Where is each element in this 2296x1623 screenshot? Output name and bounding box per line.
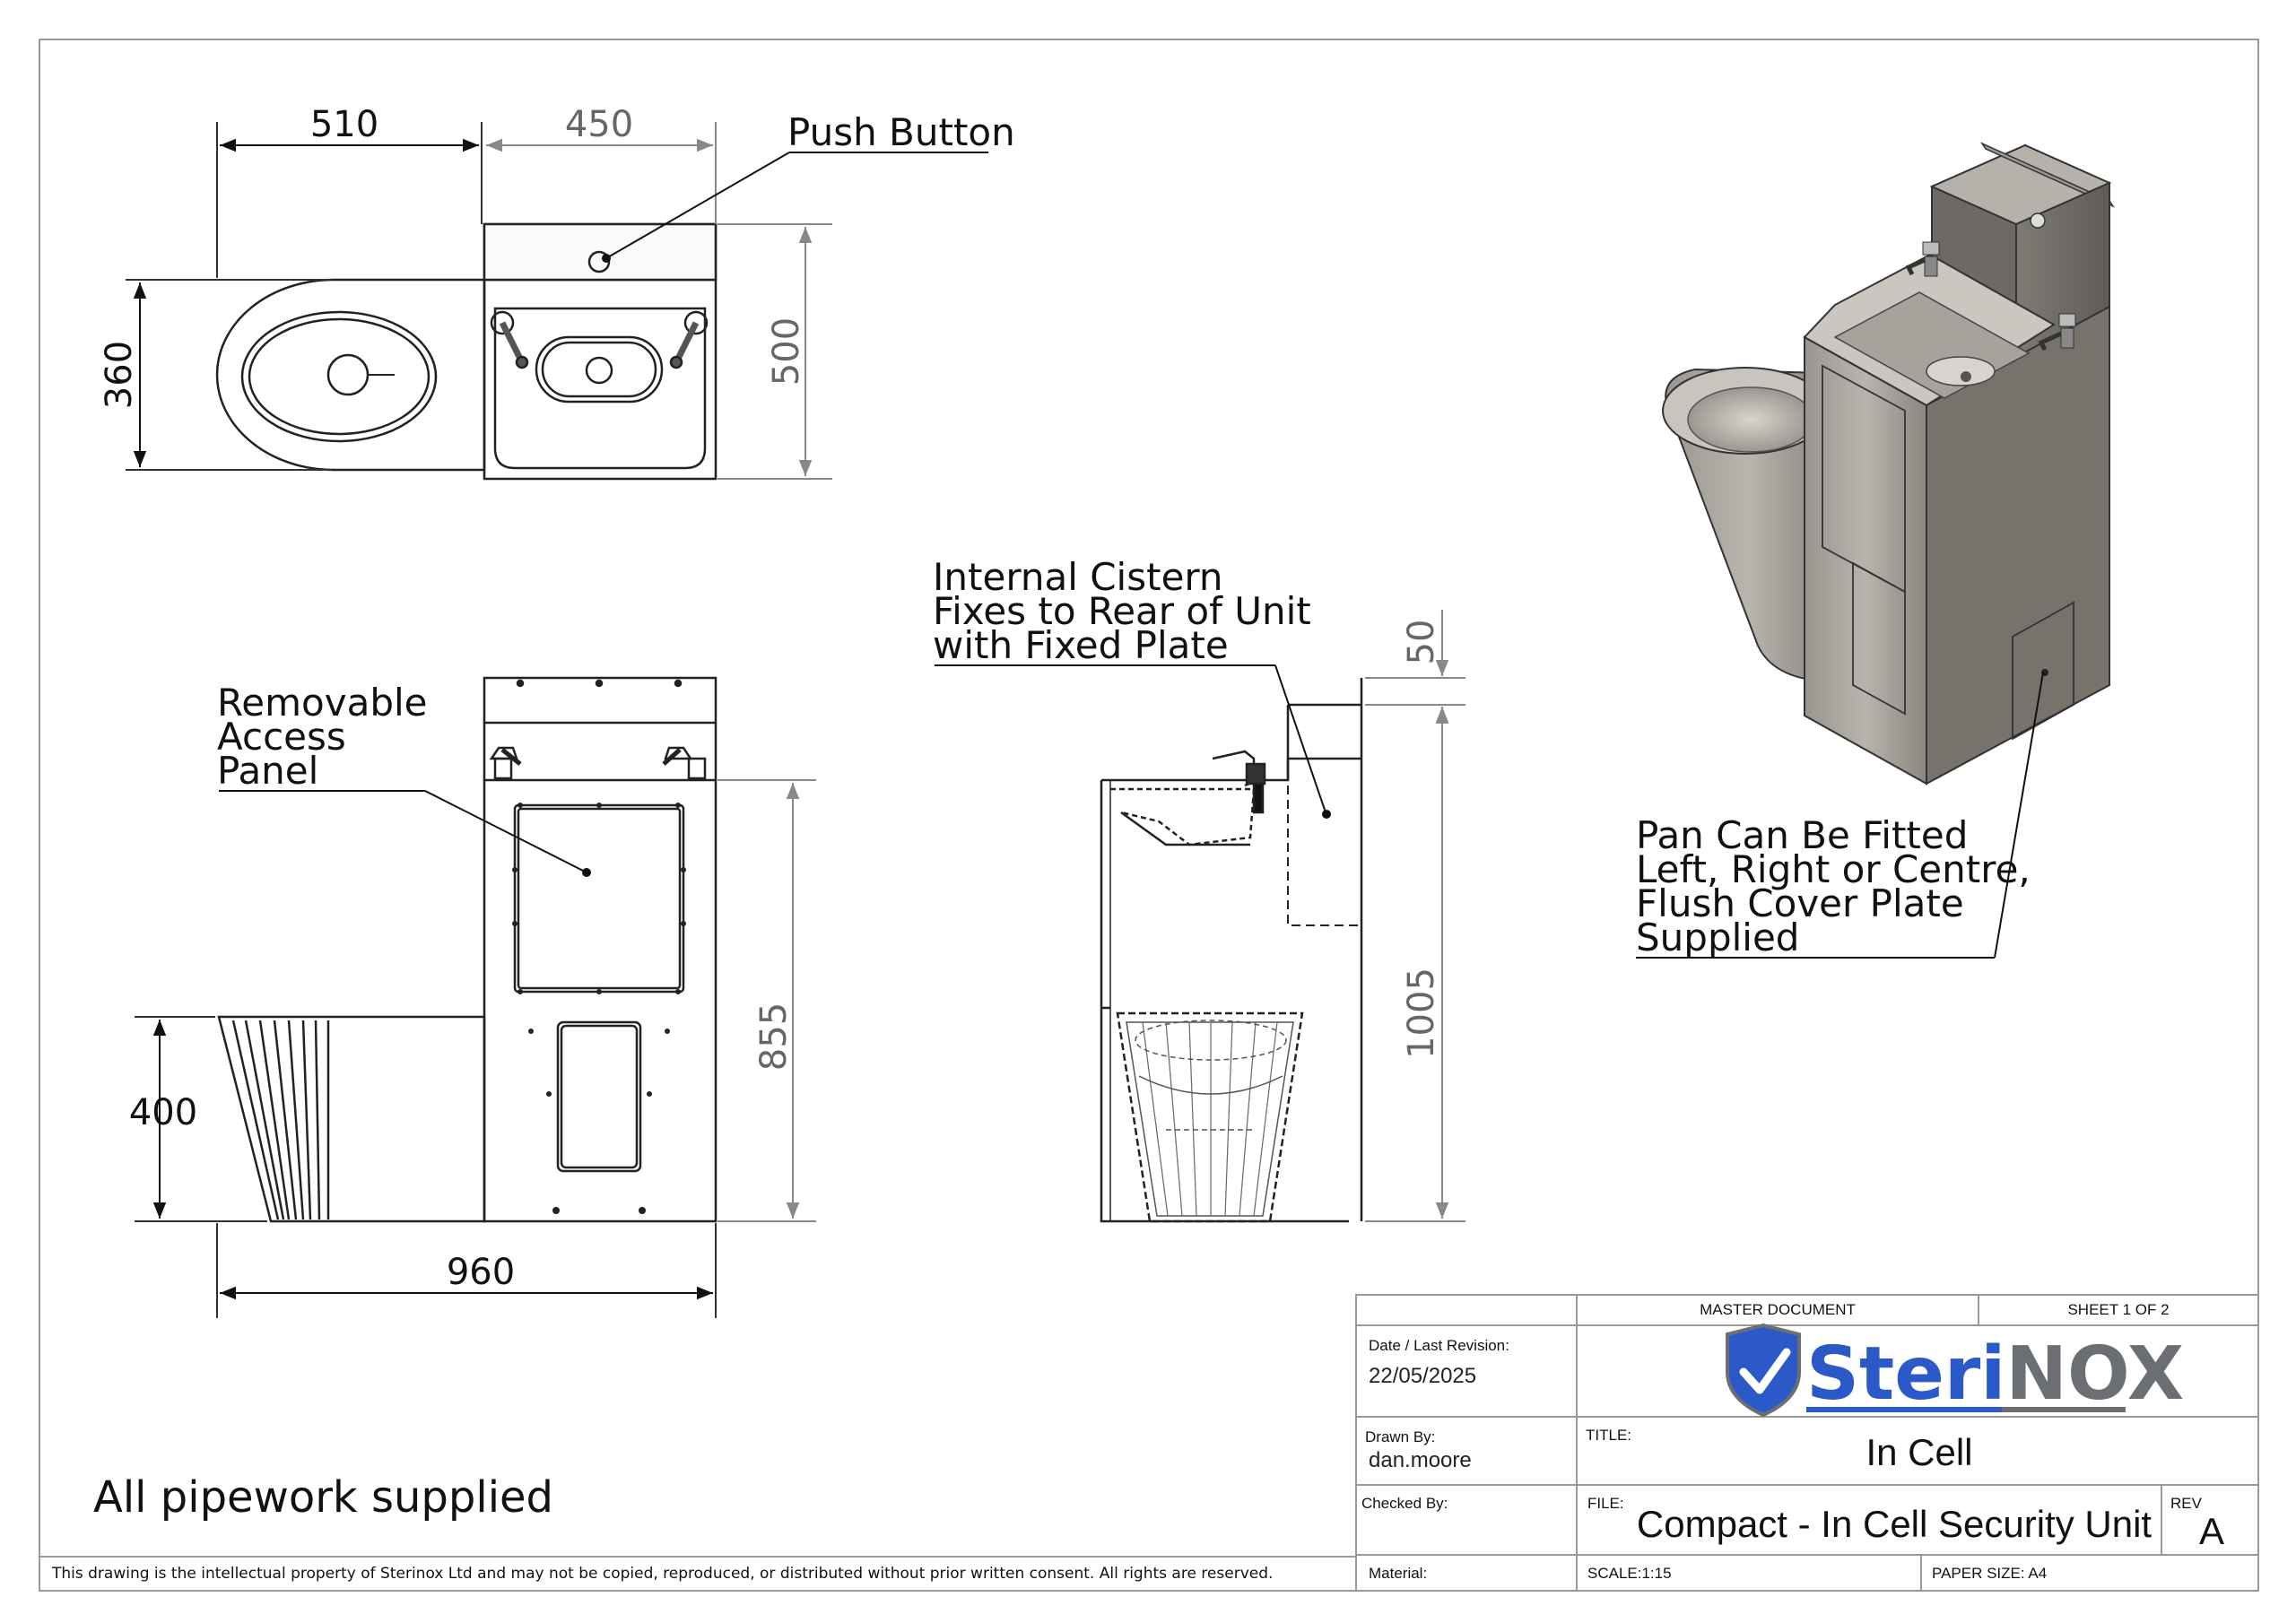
top-view-pan-seat [240, 310, 438, 443]
iso-pan-bowl [1687, 386, 1814, 453]
sheet-border [39, 39, 2259, 1592]
drawn-by-value: dan.moore [1369, 1448, 1472, 1472]
side-view-cistern [1287, 758, 1362, 926]
svg-text:SteriNOX: SteriNOX [1806, 1332, 2184, 1417]
callout-access-panel: Removable Access Panel [217, 681, 591, 877]
dim-50: 50 [1401, 620, 1442, 665]
title-label: TITLE: [1586, 1427, 1631, 1444]
front-view-lower-panel [556, 1020, 642, 1173]
top-view [215, 222, 718, 481]
dim-500: 500 [766, 317, 807, 386]
drawing-title: In Cell [1866, 1431, 1972, 1473]
dim-1005: 1005 [1401, 968, 1442, 1059]
logo-text-steri: Steri [1806, 1332, 2005, 1417]
front-view-screws [512, 803, 686, 1214]
top-view-basin [493, 307, 707, 470]
iso-side-panel [2012, 601, 2074, 741]
pipework-note: All pipework supplied [93, 1472, 553, 1523]
svg-text:Supplied: Supplied [1636, 916, 1799, 959]
copyright-footer: This drawing is the intellectual propert… [51, 1565, 1273, 1583]
title-block [1355, 1294, 2259, 1592]
date-value: 22/05/2025 [1369, 1364, 1476, 1388]
front-view-dimensions: 400 855 960 [129, 779, 816, 1318]
dim-960: 960 [447, 1252, 515, 1293]
scale-value: SCALE:1:15 [1587, 1565, 1672, 1582]
logo-text-nox: NOX [2005, 1332, 2184, 1417]
callout-cistern: Internal Cistern Fixes to Rear of Unit w… [933, 555, 1331, 819]
side-view-basin [1110, 787, 1256, 846]
checked-by-label: Checked By: [1361, 1495, 1448, 1512]
dim-510: 510 [310, 104, 378, 145]
dim-855: 855 [753, 1002, 795, 1071]
top-view-pan-outline [215, 278, 486, 472]
shield-icon [1726, 1323, 1801, 1418]
front-view-body [483, 778, 718, 1223]
check-icon [1739, 1348, 1791, 1394]
front-view-pan [217, 1015, 486, 1223]
svg-text:Access: Access [217, 715, 346, 759]
iso-tap-left [1905, 241, 1940, 277]
side-view [1100, 678, 1363, 1223]
callout-push-button: Push Button [602, 110, 1015, 263]
top-view-pan-outlet [326, 353, 370, 396]
dim-450: 450 [565, 104, 633, 145]
side-view-cistern-cap [1286, 703, 1361, 780]
front-view-tap-right [662, 746, 707, 780]
master-document-label: MASTER DOCUMENT [1700, 1301, 1856, 1318]
svg-text:Flush Cover Plate: Flush Cover Plate [1636, 881, 1964, 925]
material-label: Material: [1369, 1565, 1427, 1582]
iso-push-button [2030, 213, 2046, 229]
side-view-body [1100, 757, 1361, 1223]
front-view-tap-left [489, 746, 522, 780]
side-view-dimensions: 50 1005 [1365, 610, 1465, 1222]
dim-400: 400 [129, 1092, 197, 1133]
svg-text:Internal Cistern: Internal Cistern [933, 555, 1223, 599]
svg-text:Fixes to Rear of Unit: Fixes to Rear of Unit [933, 589, 1311, 633]
svg-text:Panel: Panel [217, 749, 318, 793]
svg-text:Removable: Removable [217, 681, 428, 725]
rev-label: REV [2170, 1495, 2203, 1512]
drawn-by-label: Drawn By: [1365, 1428, 1435, 1445]
side-view-pan [1116, 1011, 1304, 1223]
iso-tap-right [2038, 313, 2076, 352]
svg-text:Pan Can Be Fitted: Pan Can Be Fitted [1636, 813, 1968, 857]
svg-text:with Fixed Plate: with Fixed Plate [933, 623, 1229, 667]
top-view-tap-right [669, 310, 709, 369]
front-view-access-panel [513, 803, 685, 994]
sheet-number: SHEET 1 OF 2 [2067, 1301, 2169, 1318]
rev-value: A [2199, 1510, 2224, 1552]
file-name: Compact - In Cell Security Unit [1637, 1503, 2152, 1545]
dim-360: 360 [99, 341, 140, 409]
iso-lower-panel [1852, 561, 1906, 716]
title-block-text: MASTER DOCUMENT SHEET 1 OF 2 Date / Last… [1361, 1301, 2224, 1582]
date-label: Date / Last Revision: [1369, 1337, 1509, 1354]
top-view-tap-left [490, 310, 529, 369]
top-view-dimensions: 510 450 360 500 [99, 104, 832, 480]
file-label: FILE: [1587, 1495, 1624, 1512]
isometric-view [1662, 142, 2116, 785]
push-button-label: Push Button [787, 110, 1015, 154]
paper-size: PAPER SIZE: A4 [1932, 1565, 2047, 1582]
sterinox-logo: SteriNOX [1726, 1323, 2184, 1418]
callout-pan-fitting: Pan Can Be Fitted Left, Right or Centre,… [1636, 672, 2044, 959]
svg-text:Left, Right or Centre,: Left, Right or Centre, [1636, 847, 2031, 891]
